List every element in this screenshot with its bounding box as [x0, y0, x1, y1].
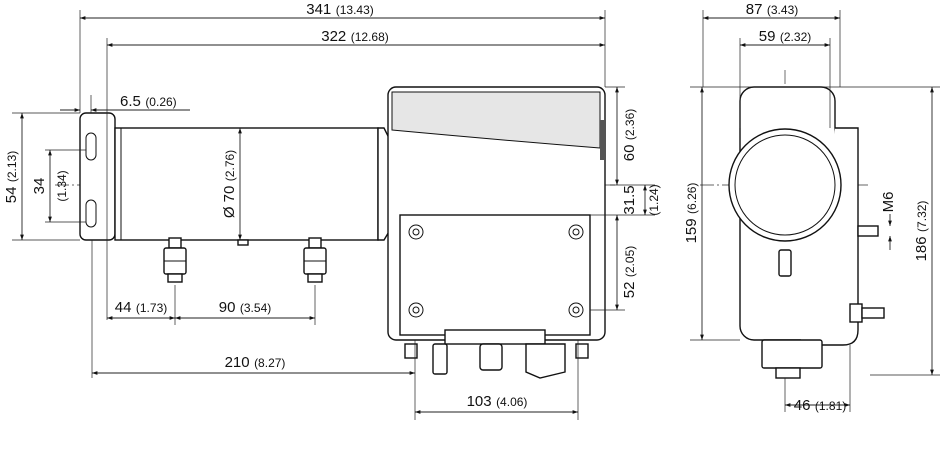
front-plate	[399, 214, 591, 336]
dimension-labels: 341 (13.43) 322 (12.68) 6.5 (0.26) 54 (2…	[3, 1, 930, 414]
connectors	[404, 329, 589, 379]
label-341: 341 (13.43)	[306, 1, 374, 18]
m6-bolt	[857, 225, 879, 237]
front-view	[55, 86, 615, 379]
bracket-slot	[85, 132, 97, 161]
dimensions	[12, 10, 940, 420]
tube-pin	[237, 239, 249, 246]
screw	[408, 224, 584, 318]
label-87: 87 (3.43)	[746, 1, 799, 18]
cable-gland	[163, 237, 187, 283]
label-6-5: 6.5 (0.26)	[120, 93, 177, 110]
label-59: 59 (2.32)	[759, 28, 812, 45]
label-34: 34	[31, 178, 48, 195]
label-103: 103 (4.06)	[467, 393, 528, 410]
mounting-bracket	[79, 112, 116, 241]
label-210: 210 (8.27)	[225, 354, 286, 371]
label-31-5-in: (1.24)	[647, 184, 661, 215]
label-186: 186 (7.32)	[913, 201, 930, 262]
label-31-5: 31.5	[621, 185, 638, 214]
tube-section	[728, 128, 842, 242]
label-322: 322 (12.68)	[321, 28, 389, 45]
label-m6: M6	[880, 192, 897, 213]
label-44: 44 (1.73)	[115, 299, 168, 316]
label-60: 60 (2.36)	[621, 109, 638, 162]
label-52: 52 (2.05)	[621, 246, 638, 299]
label-34-in: (1.34)	[55, 170, 69, 201]
side-view	[700, 70, 885, 379]
sensor-tube	[114, 127, 379, 241]
side-bracket	[800, 127, 859, 346]
label-46: 46 (1.81)	[794, 397, 847, 414]
label-159: 159 (6.26)	[683, 183, 700, 244]
label-54: 54 (2.13)	[3, 151, 20, 204]
side-gland	[778, 249, 792, 277]
label-diameter-70: Ø 70 (2.76)	[221, 150, 238, 218]
cable-gland	[303, 237, 327, 283]
bracket-slot	[85, 199, 97, 228]
label-90: 90 (3.54)	[219, 299, 272, 316]
